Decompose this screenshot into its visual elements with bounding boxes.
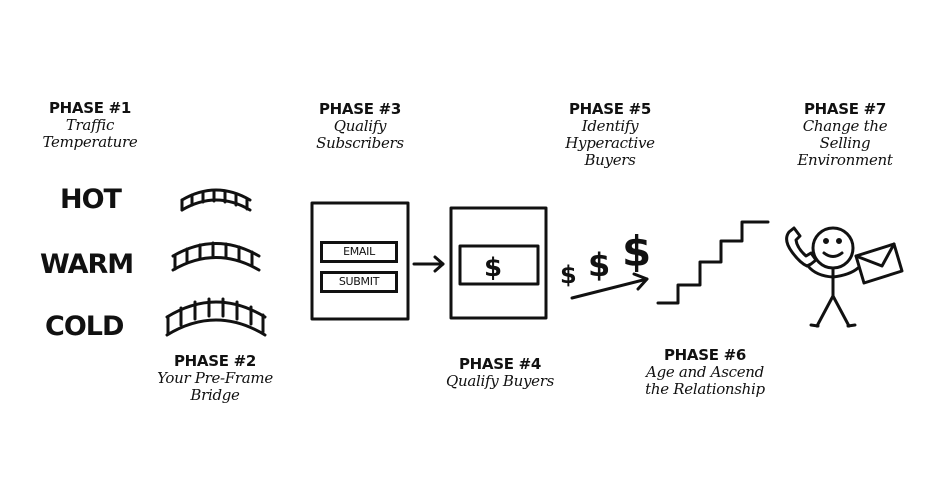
phase-3-heading: PHASE #3 xyxy=(318,100,402,118)
dollar-signs-group: $ $ $ $ xyxy=(484,227,651,289)
phase-5-line-3: Buyers xyxy=(584,151,636,169)
temperature-cold: COLD xyxy=(45,311,124,342)
phase-5-line-1: Identify xyxy=(581,117,639,135)
phase-6-heading: PHASE #6 xyxy=(663,346,747,364)
phase-3-label: PHASE #3 Qualify Subscribers xyxy=(295,101,425,152)
stick-figure-icon xyxy=(806,226,860,328)
svg-text:$: $ xyxy=(484,253,502,283)
phase-6-label: PHASE #6 Age and Ascend the Relationship xyxy=(615,347,795,398)
phase-6-line-2: the Relationship xyxy=(645,380,765,398)
phase-2-label: PHASE #2 Your Pre-Frame Bridge xyxy=(135,353,295,404)
phase-5-line-2: Hyperactive xyxy=(565,134,655,152)
svg-text:$: $ xyxy=(560,261,577,289)
phase-1-heading: PHASE #1 xyxy=(48,99,132,117)
phase-2-line-2: Bridge xyxy=(190,386,240,404)
phase-5-heading: PHASE #5 xyxy=(568,100,652,118)
sales-page-frame xyxy=(449,206,548,320)
phase-6-line-1: Age and Ascend xyxy=(646,363,764,381)
phase-7-line-1: Change the xyxy=(802,117,888,135)
phase-7-label: PHASE #7 Change the Selling Environment xyxy=(775,101,915,169)
svg-text:$: $ xyxy=(588,246,610,284)
phase-5-label: PHASE #5 Identify Hyperactive Buyers xyxy=(545,101,675,169)
phase-7-heading: PHASE #7 xyxy=(803,100,887,118)
rising-arrow-icon xyxy=(570,272,649,300)
envelope-icon xyxy=(854,242,904,285)
temperature-warm: WARM xyxy=(40,249,134,280)
phase-3-line-2: Subscribers xyxy=(316,134,404,152)
bridge-icon-cold xyxy=(165,297,267,337)
phase-7-line-2: Selling xyxy=(819,134,871,152)
phase-4-label: PHASE #4 Qualify Buyers xyxy=(425,356,575,390)
phase-4-line-1: Qualify Buyers xyxy=(446,372,554,390)
bridge-icon-warm xyxy=(171,241,261,272)
phase-2-heading: PHASE #2 xyxy=(173,352,257,370)
email-field: EMAIL xyxy=(320,241,398,263)
temperature-hot: HOT xyxy=(60,184,122,215)
phase-2-line-1: Your Pre-Frame xyxy=(157,369,273,387)
phase-4-heading: PHASE #4 xyxy=(458,355,542,373)
buy-box xyxy=(458,244,540,286)
phase-1-line-1: Traffic xyxy=(65,116,115,134)
phase-1-line-2: Temperature xyxy=(42,133,138,151)
arrow-right-icon xyxy=(412,255,445,273)
optin-page-frame xyxy=(310,201,410,321)
phase-1-label: PHASE #1 Traffic Temperature xyxy=(20,100,160,151)
stairs-icon xyxy=(656,220,770,305)
svg-text:$: $ xyxy=(622,227,651,276)
submit-button: SUBMIT xyxy=(320,271,398,293)
phase-7-line-3: Environment xyxy=(797,151,893,169)
bridge-icon-hot xyxy=(180,188,252,212)
phone-icon xyxy=(785,226,818,268)
phase-3-line-1: Qualify xyxy=(333,117,387,135)
